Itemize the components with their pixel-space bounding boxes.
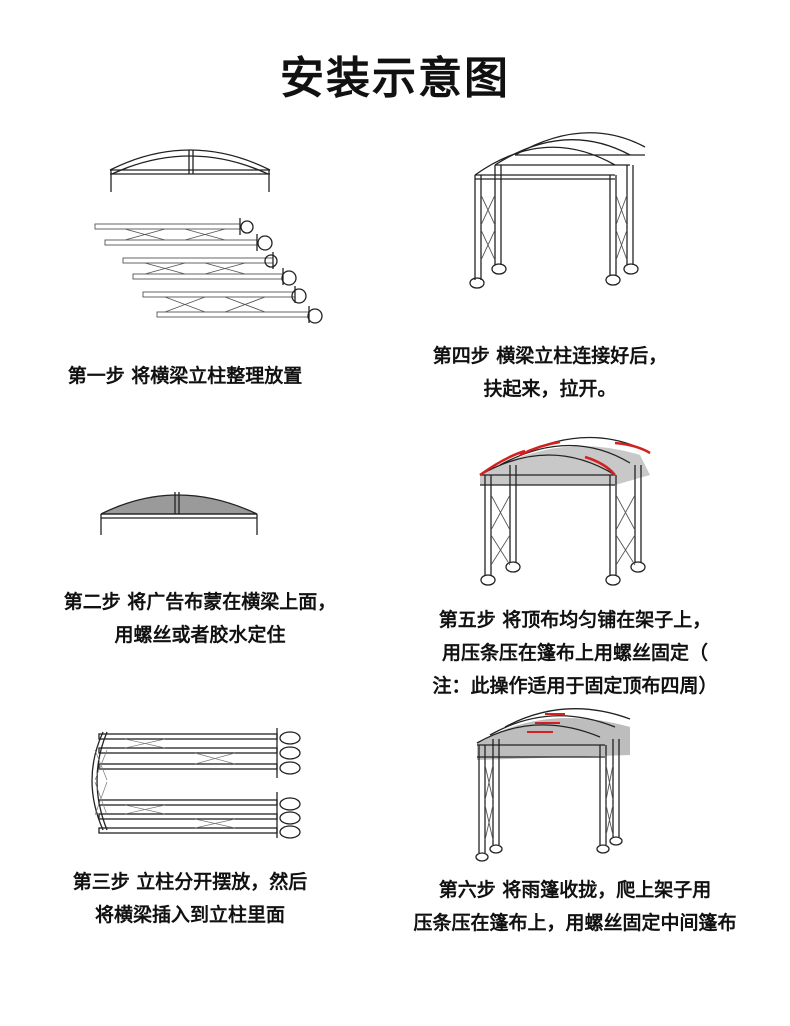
- step6-line-2: 压条压在篷布上，用螺丝固定中间篷布: [413, 912, 737, 934]
- step5-line-3: 注：此操作适用于固定顶布四周）: [432, 675, 718, 697]
- step4-caption: 第四步 横梁立柱连接好后， 扶起来，拉开。: [400, 340, 700, 406]
- step6-illustration: [475, 708, 631, 862]
- step2-illustration: [100, 492, 258, 535]
- step3-line-2: 将横梁插入到立柱里面: [94, 904, 285, 926]
- step2-line-2: 用螺丝或者胶水定住: [114, 624, 286, 646]
- step1-line-1: 第一步 将横梁立柱整理放置: [67, 365, 303, 387]
- step5-line-1: 第五步 将顶布均匀铺在架子上，: [438, 609, 712, 631]
- step2-line-1: 第二步 将广告布蒙在横梁上面，: [63, 591, 337, 613]
- step1-illustration: [94, 149, 323, 324]
- step6-line-1: 第六步 将雨篷收拢，爬上架子用: [438, 879, 712, 901]
- step3-illustration: [91, 728, 301, 839]
- step5-line-2: 用压条压在篷布上用螺丝固定（: [441, 642, 708, 664]
- step3-caption: 第三步 立柱分开摆放，然后 将横梁插入到立柱里面: [40, 866, 340, 932]
- step5-illustration: [479, 436, 651, 586]
- step2-caption: 第二步 将广告布蒙在横梁上面， 用螺丝或者胶水定住: [40, 586, 360, 652]
- step1-caption: 第一步 将横梁立柱整理放置: [40, 360, 330, 393]
- step5-caption: 第五步 将顶布均匀铺在架子上， 用压条压在篷布上用螺丝固定（ 注：此操作适用于固…: [390, 604, 760, 703]
- step3-line-1: 第三步 立柱分开摆放，然后: [72, 871, 308, 893]
- page-title: 安装示意图: [280, 53, 510, 104]
- step4-line-2: 扶起来，拉开。: [483, 378, 617, 400]
- step6-caption: 第六步 将雨篷收拢，爬上架子用 压条压在篷布上，用螺丝固定中间篷布: [370, 874, 780, 940]
- step4-line-1: 第四步 横梁立柱连接好后，: [432, 345, 668, 367]
- step4-illustration: [469, 132, 646, 289]
